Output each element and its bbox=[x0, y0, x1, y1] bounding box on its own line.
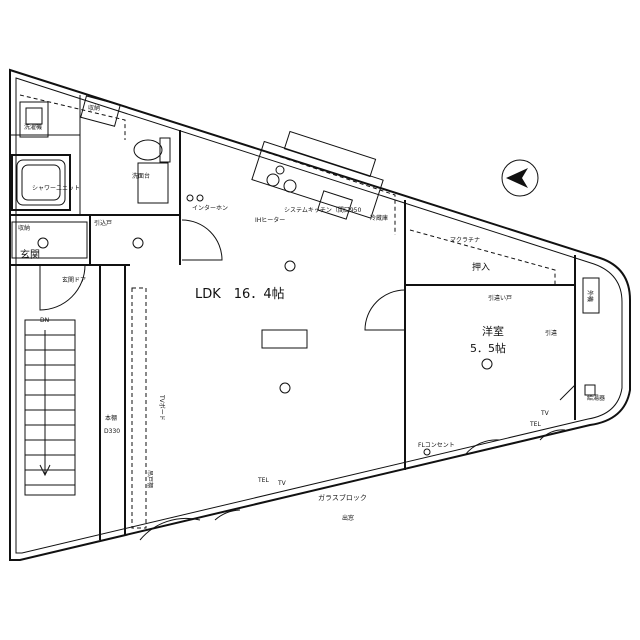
bookshelf-label: 本棚 bbox=[105, 414, 117, 422]
curtain-rail-label: マクラチナ bbox=[450, 237, 480, 244]
drawer-door-room: 引込戸 bbox=[94, 219, 223, 261]
dashed-outlines bbox=[19, 94, 556, 529]
shower-unit-label: シャワーユニット bbox=[32, 185, 80, 192]
wash-area: 洗濯機 収納 洗面台 bbox=[19, 95, 169, 204]
sliding-door-label: 引違い戸 bbox=[488, 294, 512, 302]
tv-board-label: TVボード bbox=[158, 394, 166, 421]
window-label: 出窓 bbox=[342, 514, 354, 522]
western-room-label: 洋室 bbox=[482, 324, 504, 338]
entrance-door-label: 玄関ドア bbox=[62, 276, 86, 284]
ldk-label: LDK 16．4帖 bbox=[195, 287, 285, 302]
tv-ldk-label: TV bbox=[277, 480, 287, 487]
laundry-space-label: 洗濯機 bbox=[24, 123, 42, 131]
north-arrow-icon bbox=[501, 159, 539, 197]
ldk-room: LDK 16．4帖 TVボード 吊戸棚 本棚 D330 TEL TV ガラスブロ… bbox=[104, 260, 406, 541]
stairs-dn-label: DN bbox=[40, 317, 49, 324]
fl-outlet-label: FLコンセント bbox=[418, 442, 455, 449]
entrance-label: 玄関 bbox=[20, 248, 40, 261]
drawer-door-label: 引込戸 bbox=[94, 219, 112, 227]
bookshelf-depth-label: D330 bbox=[104, 428, 120, 435]
intercom-label: インターホン bbox=[192, 204, 228, 212]
entrance-area: 玄関 収納 玄関ドア bbox=[11, 221, 88, 311]
storage-top-label: 収納 bbox=[88, 104, 100, 112]
kitchen: システムキッチン（間口950 IHヒーター 冷蔵庫 インターホン bbox=[186, 130, 388, 224]
western-room: 洋室 5．5帖 押入 マクラチナ 引違い戸 引違 FLコンセント TEL TV bbox=[418, 237, 576, 456]
glass-block-label: ガラスブロック bbox=[318, 493, 367, 502]
system-kitchen-label: システムキッチン（間口950 bbox=[284, 207, 361, 214]
tel-room-label: TEL bbox=[529, 421, 541, 428]
interior-walls bbox=[10, 95, 576, 540]
outer-walls bbox=[9, 68, 631, 561]
sliding-door-side-label: 引違 bbox=[545, 329, 557, 337]
wash-basin-label: 洗面台 bbox=[132, 172, 150, 180]
western-room-size-label: 5．5帖 bbox=[470, 342, 506, 355]
shower-unit: シャワーユニット bbox=[11, 154, 80, 211]
aircon-box-label: 外機 bbox=[586, 290, 594, 302]
toilet-icon bbox=[133, 137, 171, 163]
tel-ldk-label: TEL bbox=[257, 477, 269, 484]
sink-storage-label: 吊戸棚 bbox=[146, 470, 154, 488]
ih-heater-label: IHヒーター bbox=[255, 216, 285, 224]
fridge-label: 冷蔵庫 bbox=[370, 214, 388, 222]
water-heater-label: 給湯器 bbox=[587, 394, 605, 402]
closet-label: 押入 bbox=[472, 261, 490, 273]
tv-room-label: TV bbox=[540, 410, 550, 417]
exterior-equipment: 外機 給湯器 bbox=[582, 277, 605, 402]
storage-entrance-label: 収納 bbox=[18, 224, 30, 232]
stairs: DN bbox=[24, 317, 76, 496]
